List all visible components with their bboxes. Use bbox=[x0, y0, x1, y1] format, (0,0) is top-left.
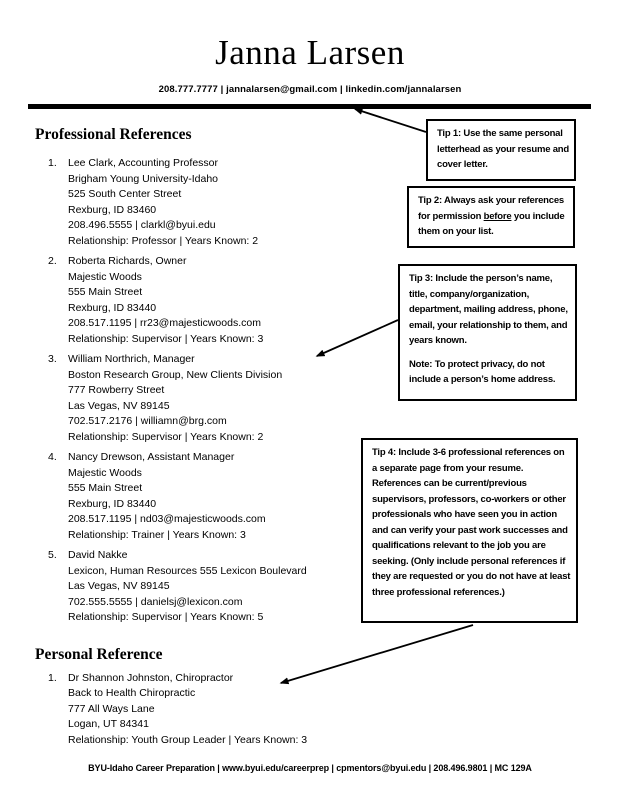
reference-line: 208.517.1195 | nd03@majesticwoods.com bbox=[68, 513, 266, 525]
tip-box-4: Tip 4: Include 3-6 professional referenc… bbox=[361, 438, 578, 623]
reference-line: Lexicon, Human Resources 555 Lexicon Bou… bbox=[68, 564, 307, 577]
reference-line: Back to Health Chiropractic bbox=[68, 687, 196, 699]
reference-line: Majestic Woods bbox=[68, 466, 142, 479]
reference-line: Relationship: Professor | Years Known: 2 bbox=[68, 234, 259, 247]
reference-line: Relationship: Supervisor | Years Known: … bbox=[68, 332, 264, 345]
section-title-professional: Professional References bbox=[35, 126, 192, 143]
reference-line: 555 Main Street bbox=[68, 482, 143, 494]
section-title-personal: Personal Reference bbox=[35, 645, 163, 663]
tip-text: To protect privacy, do not include a per… bbox=[409, 358, 556, 386]
reference-line: Lee Clark, Accounting Professor bbox=[68, 157, 218, 169]
tip-label: Tip 3: bbox=[409, 273, 433, 284]
reference-line: Las Vegas, NV 89145 bbox=[68, 580, 170, 592]
reference-line: Relationship: Youth Group Leader | Years… bbox=[68, 733, 308, 746]
reference-line: David Nakke bbox=[68, 549, 128, 561]
tip-label: Tip 1: bbox=[437, 128, 461, 139]
reference-line: Rexburg, ID 83440 bbox=[68, 497, 157, 510]
reference-line: Majestic Woods bbox=[68, 270, 142, 283]
reference-line: Relationship: Trainer | Years Known: 3 bbox=[68, 528, 246, 541]
tip-paragraph: Tip 1: Use the same personal letterhead … bbox=[437, 126, 569, 173]
reference-number: 5. bbox=[48, 549, 57, 561]
reference-line: 702.517.2176 | williamn@brg.com bbox=[68, 415, 227, 427]
reference-number: 1. bbox=[48, 157, 57, 169]
reference-line: Las Vegas, NV 89145 bbox=[68, 399, 170, 412]
reference-line: Relationship: Supervisor | Years Known: … bbox=[68, 611, 264, 623]
tip-box-2: Tip 2: Always ask your references for pe… bbox=[407, 186, 575, 248]
reference-line: 208.496.5555 | clarkl@byui.edu bbox=[68, 219, 216, 231]
reference-number: 3. bbox=[48, 353, 57, 365]
tip-box-1: Tip 1: Use the same personal letterhead … bbox=[426, 119, 576, 181]
tip-text: Include the person’s name, title, compan… bbox=[409, 273, 568, 346]
reference-number: 1. bbox=[48, 671, 57, 684]
tip-text: Use the same personal letterhead as your… bbox=[437, 128, 570, 170]
reference-number: 2. bbox=[48, 255, 57, 267]
reference-line: 525 South Center Street bbox=[68, 188, 182, 200]
tip-paragraph: Tip 4: Include 3-6 professional referenc… bbox=[372, 445, 571, 600]
reference-line: Logan, UT 84341 bbox=[68, 718, 149, 730]
reference-line: Relationship: Supervisor | Years Known: … bbox=[68, 430, 264, 443]
contact-line: 208.777.7777 | jannalarsen@gmail.com | l… bbox=[158, 84, 462, 95]
reference-line: Rexburg, ID 83460 bbox=[68, 203, 157, 216]
tip-paragraph: Tip 3: Include the person’s name, title,… bbox=[409, 271, 570, 349]
reference-line: 777 Rowberry Street bbox=[68, 384, 165, 396]
reference-line: Roberta Richards, Owner bbox=[68, 255, 187, 267]
tip-text: Always ask your references for permissio… bbox=[418, 195, 565, 222]
reference-line: 702.555.5555 | danielsj@lexicon.com bbox=[68, 595, 243, 608]
reference-line: William Northrich, Manager bbox=[68, 353, 195, 365]
tip-text: before bbox=[483, 210, 512, 222]
tip-label: Note: bbox=[409, 358, 433, 370]
reference-line: Boston Research Group, New Clients Divis… bbox=[68, 368, 283, 381]
reference-line: Brigham Young University-Idaho bbox=[68, 172, 219, 185]
reference-line: 777 All Ways Lane bbox=[68, 702, 155, 715]
reference-line: 555 Main Street bbox=[68, 286, 143, 298]
tip-box-3: Tip 3: Include the person’s name, title,… bbox=[398, 264, 577, 401]
tip-paragraph: Note: To protect privacy, do not include… bbox=[409, 357, 570, 388]
reference-line: Dr Shannon Johnston, Chiropractor bbox=[68, 671, 234, 684]
letterhead-divider bbox=[28, 104, 591, 109]
tip-label: Tip 2: bbox=[418, 195, 442, 206]
tip-label: Tip 4: bbox=[372, 447, 396, 458]
reference-line: 208.517.1195 | rr23@majesticwoods.com bbox=[68, 317, 261, 329]
tip-paragraph: Tip 2: Always ask your references for pe… bbox=[418, 193, 568, 240]
tip-text: you include them on your list. bbox=[418, 210, 565, 238]
footer-line: BYU-Idaho Career Preparation | www.byui.… bbox=[88, 763, 532, 773]
references-content: Professional References 1. Lee Clark, Acc… bbox=[35, 126, 380, 753]
reference-line: Rexburg, ID 83440 bbox=[68, 301, 157, 314]
tip-text: Include 3-6 professional references on a… bbox=[372, 447, 571, 598]
reference-number: 4. bbox=[48, 451, 57, 463]
page-title: Janna Larsen bbox=[215, 33, 405, 72]
reference-line: Nancy Drewson, Assistant Manager bbox=[68, 451, 235, 463]
